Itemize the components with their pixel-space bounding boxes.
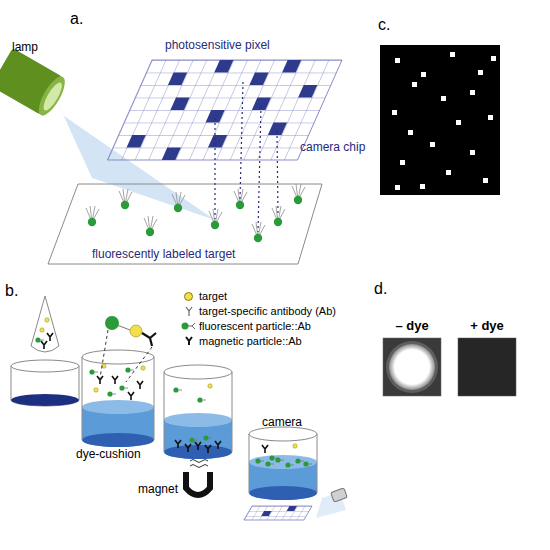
image-heading: – dye xyxy=(373,318,451,333)
lamp-symbol xyxy=(0,48,70,119)
slide-plate xyxy=(48,184,322,264)
camera-symbol xyxy=(244,488,347,520)
labeled-targets xyxy=(86,184,305,242)
camera-tube xyxy=(249,427,317,500)
panel-letter: c. xyxy=(378,16,390,34)
image-heading: + dye xyxy=(448,318,526,333)
image-frame: + dye xyxy=(458,338,516,396)
pixel-leader-lines xyxy=(215,82,278,232)
part-label: fluorescently labeled target xyxy=(92,247,235,261)
part-label: photosensitive pixel xyxy=(165,38,270,52)
pixel-image xyxy=(380,45,500,195)
legend-swatch xyxy=(184,292,193,301)
legend-text: target-specific antibody (Ab) xyxy=(199,304,336,318)
fluorescence-image-minus-dye xyxy=(383,338,441,396)
panel-letter: a. xyxy=(70,10,83,28)
sample-droplet xyxy=(31,296,59,352)
dye-cushion-tube xyxy=(82,350,154,447)
image-frame: – dye xyxy=(383,338,441,396)
part-label: lamp xyxy=(12,40,38,54)
legend-text: target xyxy=(199,289,227,303)
part-label: camera chip xyxy=(300,140,365,154)
panel-letter: b. xyxy=(5,282,18,300)
magnet-tube xyxy=(164,365,232,459)
container-tube xyxy=(11,360,79,406)
part-label: dye-cushion xyxy=(76,447,141,461)
part-label: camera xyxy=(262,415,302,429)
legend-text: fluorescent particle::Ab xyxy=(199,319,311,333)
panel-letter: d. xyxy=(374,280,387,298)
fluorescence-image-plus-dye xyxy=(458,338,516,396)
part-label: magnet xyxy=(138,482,178,496)
binding-complex xyxy=(100,316,156,382)
magnet-symbol xyxy=(186,460,210,496)
legend-icons xyxy=(182,307,196,345)
legend-text: magnetic particle::Ab xyxy=(199,334,302,348)
